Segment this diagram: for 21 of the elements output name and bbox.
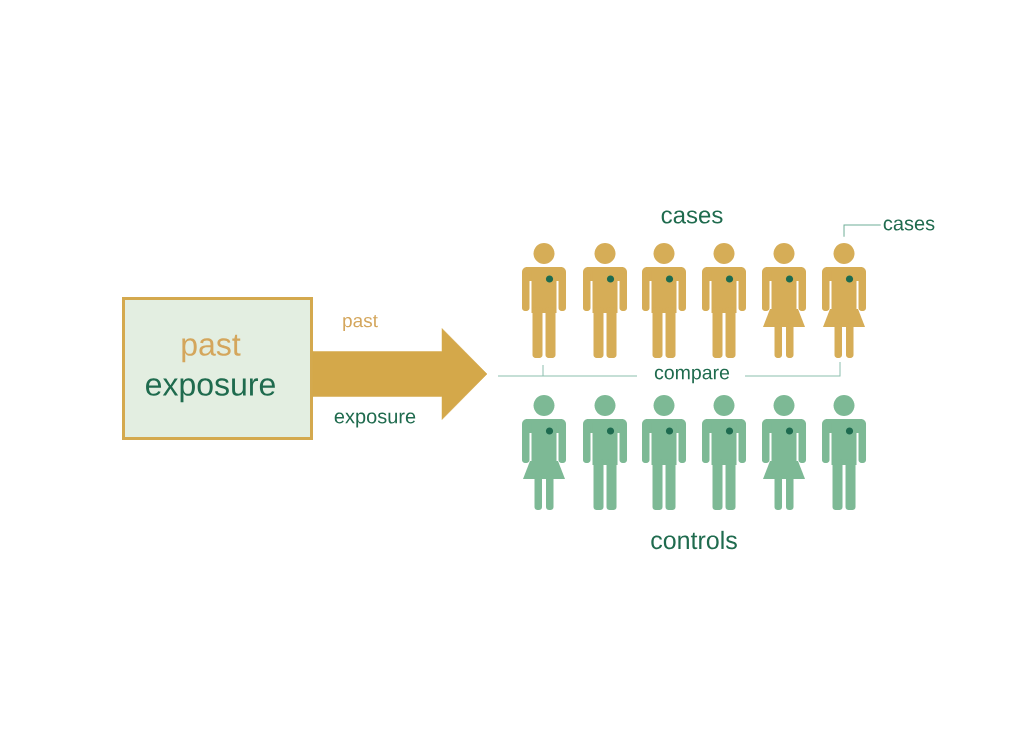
heading: controls: [651, 530, 737, 550]
person-icon: [522, 395, 566, 510]
arrow-label: past: [343, 314, 378, 332]
person-icon: [762, 395, 806, 510]
person-icon: [822, 395, 866, 510]
person-icon: [822, 243, 866, 358]
person-icon: [583, 395, 627, 510]
person-icon: [762, 243, 806, 358]
bracket-label: compare: [654, 368, 730, 384]
person-icon: [642, 395, 686, 510]
person-icon: [702, 395, 746, 510]
person-icon: [642, 243, 686, 358]
person-icon: [522, 243, 566, 358]
person-icon: [702, 243, 746, 358]
heading: cases: [661, 210, 723, 224]
arrow-label: exposure: [334, 412, 416, 428]
text-box: past exposure: [122, 297, 313, 440]
callout-label: cases: [883, 219, 935, 231]
leader-line: [843, 224, 882, 238]
person-icon: [583, 243, 627, 358]
block-arrow: [312, 328, 488, 420]
